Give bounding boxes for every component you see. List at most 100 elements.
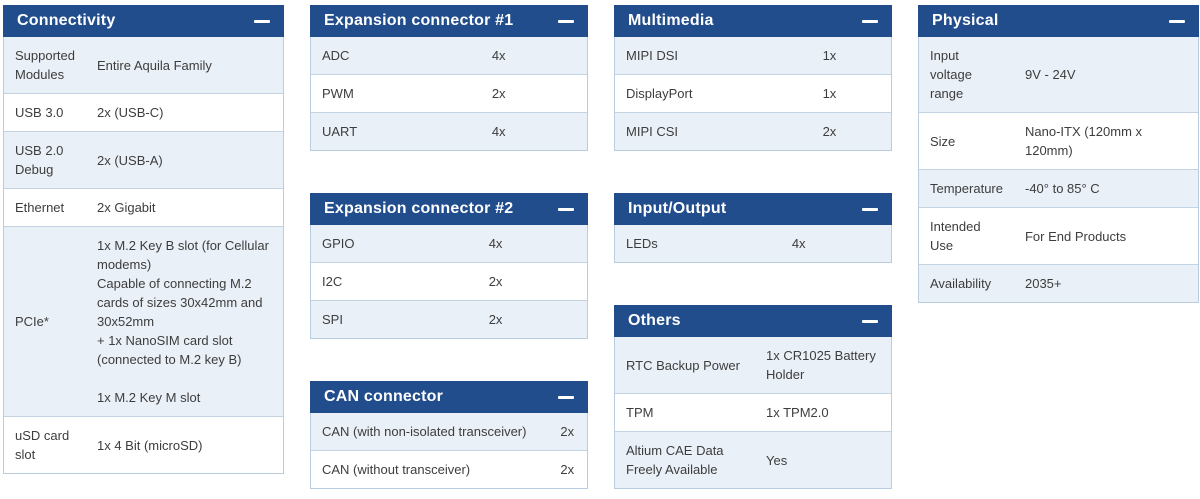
row-label: MIPI CSI	[626, 124, 679, 139]
table-row: RTC Backup Power 1x CR1025 Battery Holde…	[615, 337, 891, 394]
row-label: CAN (with non-isolated transceiver)	[322, 424, 527, 439]
table-row: DisplayPort 1x	[615, 74, 891, 113]
panel-physical-header[interactable]: Physical	[918, 5, 1199, 37]
table-row: PWM 2x	[311, 74, 587, 113]
row-value: 9V - 24V	[1024, 67, 1076, 82]
spec-table: CAN (with non-isolated transceiver) 2x C…	[311, 413, 587, 488]
table-row: I2C 2x	[311, 262, 587, 301]
row-value: 4x	[791, 236, 806, 251]
row-value: 2x	[822, 124, 837, 139]
panel-input-output: Input/Output LEDs 4x	[614, 193, 892, 263]
row-label: GPIO	[322, 236, 355, 251]
row-label: Input voltage range	[930, 48, 972, 101]
panel-others-header[interactable]: Others	[614, 305, 892, 337]
panel-title: Connectivity	[17, 12, 116, 29]
table-row: CAN (without transceiver) 2x	[311, 450, 587, 488]
collapse-minus-icon[interactable]	[862, 207, 878, 211]
panel-title: Expansion connector #2	[324, 200, 514, 217]
panel-title: Input/Output	[628, 200, 727, 217]
row-label: Availability	[930, 276, 992, 291]
table-row: USB 3.0 2x (USB-C)	[4, 93, 283, 132]
table-row: USB 2.0 Debug 2x (USB-A)	[4, 131, 283, 189]
row-value: 1x CR1025 Battery Holder	[766, 348, 876, 382]
spec-table: ADC 4x PWM 2x UART 4x	[311, 37, 587, 150]
panel-input-output-header[interactable]: Input/Output	[614, 193, 892, 225]
row-value: 2x	[491, 86, 506, 101]
panel-title: Multimedia	[628, 12, 714, 29]
row-label: uSD card slot	[15, 428, 70, 462]
panel-can-connector-header[interactable]: CAN connector	[310, 381, 588, 413]
panel-body: ADC 4x PWM 2x UART 4x	[310, 37, 588, 151]
panel-others: Others RTC Backup Power 1x CR1025 Batter…	[614, 305, 892, 489]
table-row: GPIO 4x	[311, 225, 587, 263]
row-label: ADC	[322, 48, 350, 63]
table-row: uSD card slot 1x 4 Bit (microSD)	[4, 416, 283, 473]
row-value: 1x M.2 Key B slot (for Cellular modems) …	[97, 238, 269, 405]
row-label: Supported Modules	[15, 48, 75, 82]
table-row: CAN (with non-isolated transceiver) 2x	[311, 413, 587, 451]
table-row: TPM 1x TPM2.0	[615, 393, 891, 432]
panel-body: GPIO 4x I2C 2x SPI 2x	[310, 225, 588, 339]
collapse-minus-icon[interactable]	[1169, 19, 1185, 23]
panel-multimedia-header[interactable]: Multimedia	[614, 5, 892, 37]
row-value: 4x	[488, 236, 503, 251]
column-4: Physical Input voltage range 9V - 24V Si…	[918, 5, 1199, 303]
row-label: CAN (without transceiver)	[322, 462, 471, 477]
collapse-minus-icon[interactable]	[254, 19, 270, 23]
row-label: Ethernet	[15, 200, 65, 215]
spec-table: LEDs 4x	[615, 225, 891, 262]
row-label: DisplayPort	[626, 86, 693, 101]
panel-connectivity: Connectivity Supported Modules Entire Aq…	[3, 5, 284, 474]
panel-expansion-connector-2-header[interactable]: Expansion connector #2	[310, 193, 588, 225]
row-label: Size	[930, 133, 956, 149]
spec-table: Supported Modules Entire Aquila Family U…	[4, 37, 283, 473]
row-label: UART	[322, 124, 358, 139]
panel-can-connector: CAN connector CAN (with non-isolated tra…	[310, 381, 588, 489]
spec-table: GPIO 4x I2C 2x SPI 2x	[311, 225, 587, 338]
spec-sheet: Connectivity Supported Modules Entire Aq…	[3, 5, 1199, 489]
row-value: 4x	[491, 124, 506, 139]
row-label: SPI	[322, 312, 343, 327]
row-label: LEDs	[626, 236, 658, 251]
row-value: 1x TPM2.0	[766, 405, 829, 420]
row-value: 1x 4 Bit (microSD)	[97, 437, 203, 453]
panel-expansion-connector-1-header[interactable]: Expansion connector #1	[310, 5, 588, 37]
row-value: Nano-ITX (120mm x 120mm)	[1024, 124, 1143, 158]
panel-physical: Physical Input voltage range 9V - 24V Si…	[918, 5, 1199, 303]
panel-expansion-connector-2: Expansion connector #2 GPIO 4x I2C 2x SP…	[310, 193, 588, 339]
table-row: Temperature -40° to 85° C	[919, 169, 1198, 208]
row-value: 2x	[488, 312, 503, 327]
panel-body: MIPI DSI 1x DisplayPort 1x MIPI CSI 2x	[614, 37, 892, 151]
row-value: 2x (USB-C)	[97, 105, 164, 120]
row-label: USB 2.0 Debug	[15, 143, 64, 177]
row-label: PCIe*	[15, 314, 49, 329]
collapse-minus-icon[interactable]	[862, 319, 878, 323]
row-value: Yes	[766, 452, 788, 468]
column-1: Connectivity Supported Modules Entire Aq…	[3, 5, 284, 474]
row-label: Altium CAE Data Freely Available	[626, 443, 724, 477]
panel-connectivity-header[interactable]: Connectivity	[3, 5, 284, 37]
table-row: Supported Modules Entire Aquila Family	[4, 37, 283, 94]
panel-body: Input voltage range 9V - 24V Size Nano-I…	[918, 37, 1199, 303]
row-value: 2x (USB-A)	[97, 152, 163, 168]
table-row: MIPI DSI 1x	[615, 37, 891, 75]
row-label: MIPI DSI	[626, 48, 679, 63]
row-label: RTC Backup Power	[626, 357, 740, 373]
panel-title: Others	[628, 312, 681, 329]
row-label: I2C	[322, 274, 343, 289]
panel-body: Supported Modules Entire Aquila Family U…	[3, 37, 284, 474]
table-row: LEDs 4x	[615, 225, 891, 262]
collapse-minus-icon[interactable]	[558, 207, 574, 211]
row-value: 2x	[560, 424, 575, 439]
table-row: Size Nano-ITX (120mm x 120mm)	[919, 112, 1198, 170]
table-row: Ethernet 2x Gigabit	[4, 188, 283, 227]
collapse-minus-icon[interactable]	[862, 19, 878, 23]
collapse-minus-icon[interactable]	[558, 19, 574, 23]
panel-title: CAN connector	[324, 388, 444, 405]
collapse-minus-icon[interactable]	[558, 395, 574, 399]
table-row: PCIe* 1x M.2 Key B slot (for Cellular mo…	[4, 226, 283, 417]
panel-body: CAN (with non-isolated transceiver) 2x C…	[310, 413, 588, 489]
table-row: Altium CAE Data Freely Available Yes	[615, 431, 891, 488]
row-label: PWM	[322, 86, 354, 101]
row-value: 2035+	[1024, 276, 1062, 291]
